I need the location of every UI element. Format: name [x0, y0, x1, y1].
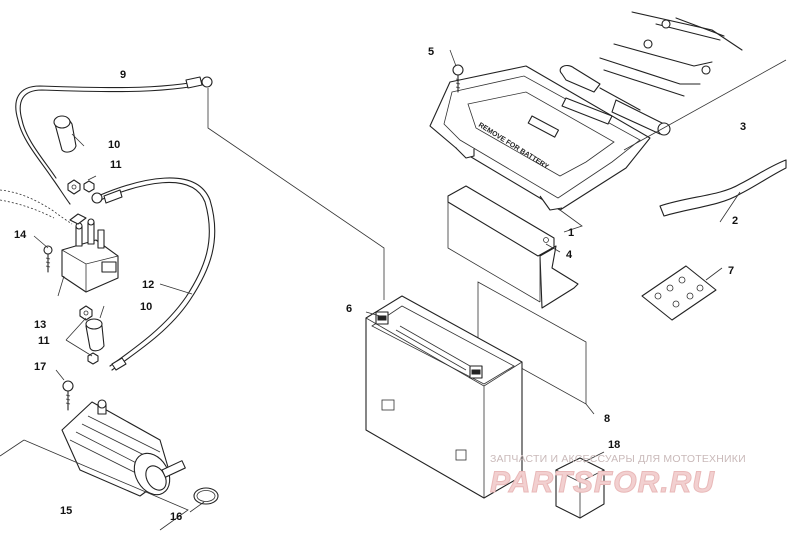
terminal-boot-lower: [85, 318, 105, 352]
callout-13: 13: [34, 319, 46, 331]
callout-numbers: 1 2 3 4 5 6 7 8 9 10 10 11 11 12 13 14 1…: [14, 46, 746, 523]
relay-screw: [43, 245, 53, 273]
battery: [365, 295, 523, 499]
callout-18: 18: [608, 439, 620, 451]
callout-12: 12: [142, 279, 154, 291]
callout-2: 2: [732, 215, 738, 227]
callout-5: 5: [428, 46, 434, 58]
callout-10-upper: 10: [108, 139, 120, 151]
callout-8: 8: [604, 413, 610, 425]
callout-9: 9: [120, 69, 126, 81]
watermark-brand: PARTSFOR.RU: [490, 466, 715, 499]
callout-10-lower: 10: [140, 301, 152, 313]
tool-kit: [559, 11, 787, 151]
callout-14: 14: [14, 229, 27, 241]
positive-cable: [15, 76, 213, 205]
callout-15: 15: [60, 505, 72, 517]
watermark: ЗАПЧАСТИ И АКСЕССУАРЫ ДЛЯ МОТОТЕХНИКИ PA…: [490, 453, 746, 500]
watermark-subtitle: ЗАПЧАСТИ И АКСЕССУАРЫ ДЛЯ МОТОТЕХНИКИ: [490, 453, 746, 465]
callout-1: 1: [568, 227, 574, 239]
callout-16: 16: [170, 511, 182, 523]
battery-bracket: [447, 185, 579, 309]
starter-group-bracket: [0, 439, 189, 531]
starter-relay: [61, 213, 119, 293]
hardware-kit: [641, 265, 717, 321]
callout-6: 6: [346, 303, 352, 315]
tray-screw: [452, 64, 464, 93]
o-ring: [193, 487, 219, 505]
foam-block: [555, 457, 605, 519]
callout-3: 3: [740, 121, 746, 133]
callout-11-upper: 11: [110, 159, 122, 171]
callout-7: 7: [728, 265, 734, 277]
starter-motor: [61, 399, 186, 497]
strap: [659, 159, 787, 217]
negative-cable: [91, 177, 216, 371]
callout-17: 17: [34, 361, 46, 373]
nut-lower: [79, 305, 99, 365]
starter-bolt: [62, 380, 74, 411]
battery-tray: REMOVE FOR BATTERY: [429, 65, 651, 211]
leader-lines: [33, 49, 741, 513]
nut-upper: [67, 179, 95, 195]
callout-11-lower: 11: [38, 335, 50, 347]
callout-4: 4: [566, 249, 573, 261]
wire-harness: [0, 189, 73, 225]
terminal-boot-upper: [53, 115, 77, 153]
